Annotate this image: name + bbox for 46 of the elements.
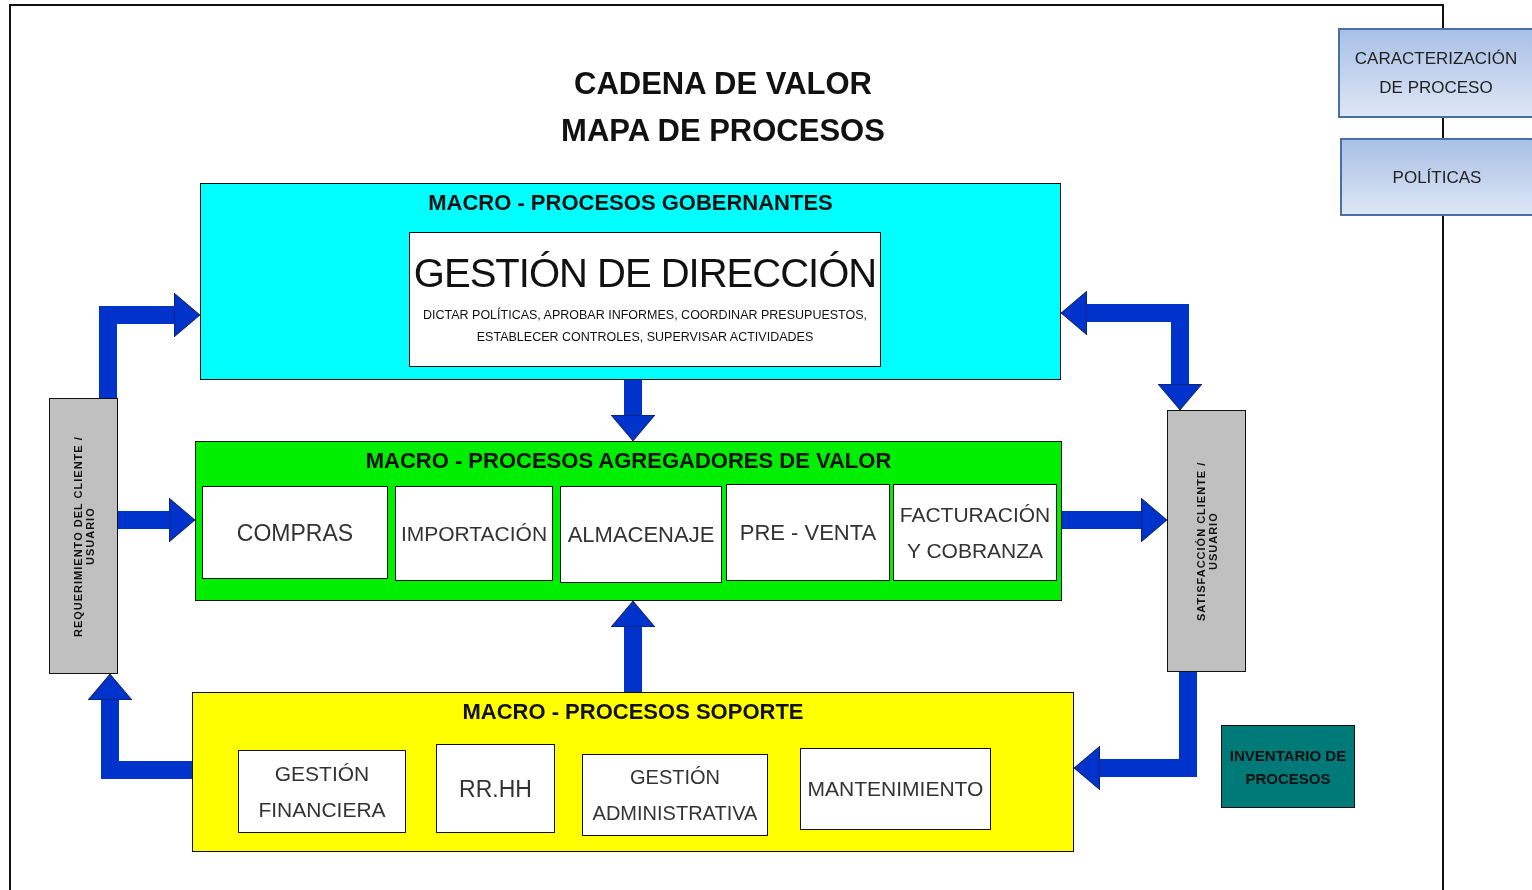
block-arrow <box>1062 497 1168 543</box>
process-label: SATISFACCIÓN CLIENTE / USUARIO <box>1194 460 1219 623</box>
process-box <box>893 484 1057 581</box>
block-arrow <box>610 380 656 442</box>
band-heading: MACRO - PROCESOS SOPORTE <box>461 699 805 725</box>
process-box <box>726 484 890 581</box>
process-label: MANTENIMIENTO <box>806 776 985 802</box>
process-label: INVENTARIO DE PROCESOS <box>1228 745 1348 789</box>
process-box <box>436 744 555 833</box>
process-label: CARACTERIZACIÓN DE PROCESO <box>1353 48 1519 99</box>
block-arrow <box>118 497 196 543</box>
block-arrow <box>1060 290 1203 411</box>
process-box <box>1340 138 1532 216</box>
process-label: FACTURACIÓN Y COBRANZA <box>898 501 1052 564</box>
process-label: ALMACENAJE <box>566 520 716 549</box>
block-arrow <box>1073 672 1197 791</box>
process-box <box>582 754 768 836</box>
process-box <box>1338 28 1532 118</box>
process-label: RR.HH <box>458 774 533 804</box>
process-box <box>238 750 406 833</box>
band-heading: MACRO - PROCESOS GOBERNANTES <box>427 190 834 216</box>
process-band <box>192 692 1074 852</box>
process-box <box>800 748 991 830</box>
process-label: POLÍTICAS <box>1391 166 1483 189</box>
process-label: GESTIÓN ADMINISTRATIVA <box>591 765 759 826</box>
process-label: IMPORTACIÓN <box>399 520 549 547</box>
process-label: GESTIÓN FINANCIERA <box>257 760 387 823</box>
process-label: COMPRAS <box>235 518 355 548</box>
diagram-title: CADENA DE VALOR MAPA DE PROCESOS <box>560 65 886 150</box>
process-box <box>202 486 388 579</box>
process-label: PRE - VENTA <box>738 518 878 547</box>
process-box <box>409 232 881 367</box>
process-box <box>1221 725 1355 808</box>
process-band <box>195 441 1062 601</box>
block-arrow <box>610 600 656 692</box>
process-title: GESTIÓN DE DIRECCIÓN <box>413 251 877 296</box>
process-band <box>200 183 1061 380</box>
block-arrow <box>87 673 192 779</box>
block-arrow <box>99 292 201 398</box>
process-description: DICTAR POLÍTICAS, APROBAR INFORMES, COORDINAR PRESUPUESTOS, ESTABLECER CONTROLES, SUPERVISAR ACTIVIDADES <box>421 306 869 346</box>
process-box <box>560 486 722 583</box>
process-box <box>49 398 118 674</box>
band-heading: MACRO - PROCESOS AGREGADORES DE VALOR <box>364 448 893 474</box>
process-label: REQUERIMIENTO DEL CLIENTE / USUARIO <box>71 434 96 639</box>
process-box <box>1167 410 1246 672</box>
process-box <box>395 486 553 581</box>
